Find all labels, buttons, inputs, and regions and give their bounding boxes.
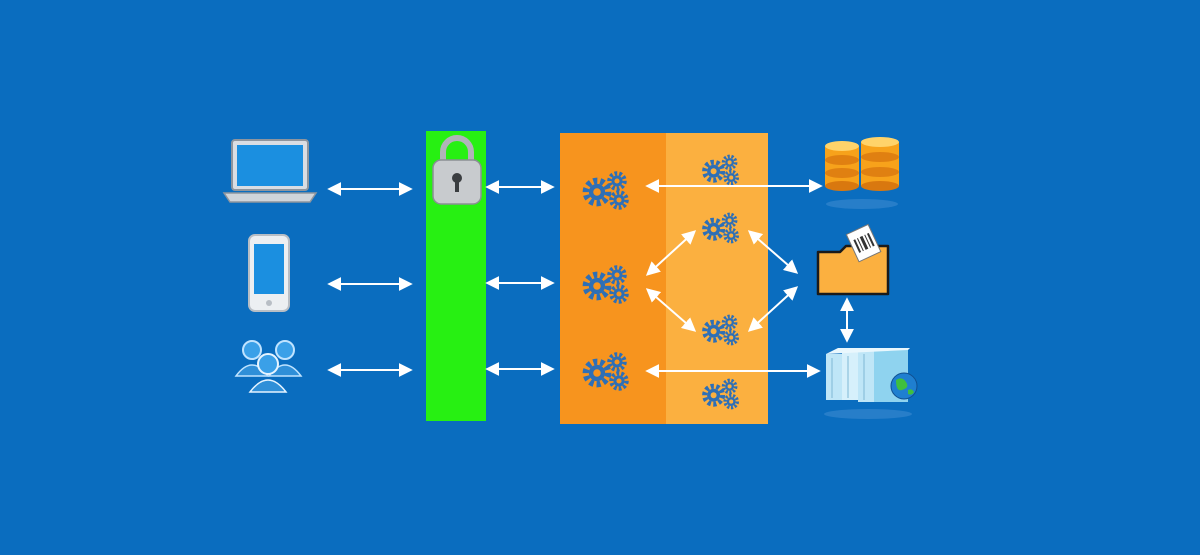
padlock-icon	[432, 135, 482, 205]
users-group-icon	[234, 340, 303, 393]
laptop-icon	[222, 139, 318, 203]
server-globe-icon	[824, 348, 918, 419]
arrow-engine-folder-up	[747, 230, 799, 274]
arrow-engine-mid-up	[645, 230, 697, 276]
folder-document-icon	[816, 223, 890, 296]
arrow-engine-mid-down	[645, 288, 697, 332]
database-icon	[825, 137, 899, 209]
smartphone-icon	[248, 234, 290, 312]
arrow-engine-folder-down	[747, 286, 799, 332]
